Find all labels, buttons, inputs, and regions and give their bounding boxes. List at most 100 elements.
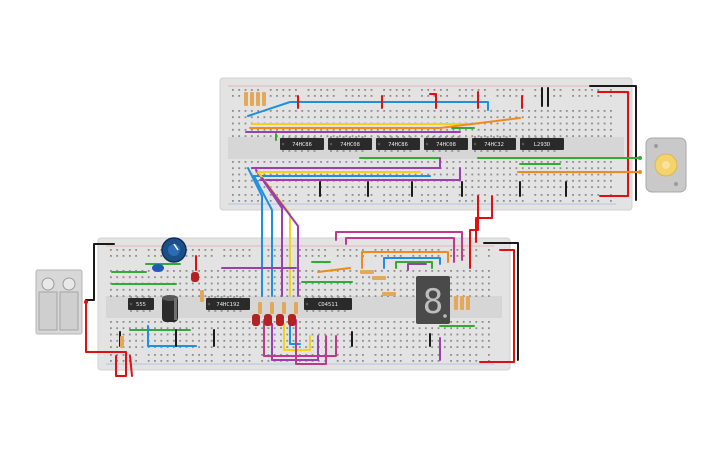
rail-hole <box>345 95 348 97</box>
rail-hole <box>437 255 440 257</box>
breadboard-hole <box>477 173 480 176</box>
breadboard-hole <box>311 333 314 336</box>
rail-hole <box>597 200 600 202</box>
ic-chip[interactable]: 74HC08 <box>328 136 372 152</box>
breadboard-hole <box>286 339 289 342</box>
resistors-top[interactable] <box>244 92 266 106</box>
rail-hole <box>402 194 404 196</box>
rail-hole <box>326 200 329 202</box>
breadboard-hole <box>458 135 461 137</box>
rail-hole <box>135 249 137 251</box>
rail-hole <box>110 249 112 251</box>
breadboard-hole <box>450 346 452 348</box>
breadboard-hole <box>250 135 253 137</box>
breadboard-hole <box>269 116 272 119</box>
ic-chip[interactable]: 555 <box>128 296 154 312</box>
rail-hole <box>509 95 511 97</box>
rail-hole <box>380 255 383 257</box>
led-row[interactable] <box>252 302 298 326</box>
potentiometer[interactable] <box>161 237 187 263</box>
breadboard-hole <box>496 110 499 112</box>
ic-row-bottom[interactable]: 555 74HC192 CD4511 <box>128 296 352 312</box>
breadboard-hole <box>559 110 562 112</box>
breadboard-hole <box>135 295 137 297</box>
breadboard-hole <box>383 161 385 163</box>
breadboard-hole <box>584 128 587 131</box>
rail-hole <box>116 249 119 251</box>
breadboard-hole <box>330 327 333 330</box>
breadboard-hole <box>267 327 270 330</box>
breadboard-hole <box>380 321 383 323</box>
breadboard-hole <box>462 339 465 342</box>
breadboard-hole <box>204 346 207 348</box>
breadboard-hole <box>355 321 358 323</box>
breadboard-hole <box>276 186 278 188</box>
breadboard-hole <box>185 288 188 291</box>
breadboard-hole <box>584 186 587 188</box>
breadboard-hole <box>547 186 549 188</box>
rail-hole <box>244 89 247 91</box>
resistor-small[interactable] <box>120 290 204 348</box>
rail-hole <box>458 194 461 196</box>
breadboard-hole <box>286 288 289 291</box>
rail-hole <box>559 89 562 91</box>
breadboard-hole <box>217 276 219 279</box>
capacitor-ceramic[interactable] <box>152 264 164 272</box>
breadboard-hole <box>374 282 377 285</box>
breadboard-hole <box>267 295 270 297</box>
breadboard-hole <box>374 295 377 297</box>
breadboard-hole <box>402 116 404 119</box>
rail-hole <box>135 360 137 362</box>
breadboard-hole <box>534 179 537 182</box>
breadboard-hole <box>349 295 352 297</box>
ic-chip[interactable]: 74HC192 <box>206 296 250 312</box>
breadboard-hole <box>204 282 207 285</box>
breadboard-hole <box>257 128 259 131</box>
ic-chip[interactable]: 74HC86 <box>280 136 324 152</box>
breadboard-hole <box>368 321 371 323</box>
breadboard-hole <box>286 282 289 285</box>
breadboard-hole <box>299 288 301 291</box>
ic-chip[interactable]: 74HC08 <box>424 136 468 152</box>
breadboard-hole <box>477 116 480 119</box>
rail-hole <box>399 360 402 362</box>
rail-hole <box>122 354 125 356</box>
rail-hole <box>229 255 232 257</box>
ic-chip[interactable]: CD4511 <box>304 296 352 312</box>
rail-hole <box>307 200 310 202</box>
wire-magenta <box>345 237 455 263</box>
breadboard-hole <box>437 270 440 272</box>
breadboard-hole <box>469 288 471 291</box>
ic-chip[interactable]: 74HC86 <box>376 136 420 152</box>
breadboard-hole <box>223 270 226 272</box>
breadboard-hole <box>286 333 289 336</box>
resistor-bank[interactable] <box>360 270 470 310</box>
rail-hole <box>355 360 358 362</box>
breadboard-hole <box>332 110 335 112</box>
breadboard-hole <box>431 346 434 348</box>
rail-hole <box>173 360 175 362</box>
rail-hole <box>450 255 452 257</box>
breadboard-hole <box>393 276 396 279</box>
dc-motor[interactable] <box>638 137 687 193</box>
rail-hole <box>147 249 150 251</box>
rail-hole <box>236 360 238 362</box>
breadboard-bottom[interactable] <box>97 237 511 371</box>
breadboard-hole <box>351 128 354 131</box>
seven-segment-display[interactable]: 8 <box>416 276 450 324</box>
capacitor-electrolytic[interactable] <box>162 295 178 322</box>
breadboard-hole <box>515 161 518 163</box>
breadboard-hole <box>547 167 549 170</box>
rail-hole <box>128 249 131 251</box>
ic-chip[interactable]: 74HC32 <box>472 136 516 152</box>
breadboard-hole <box>128 270 131 272</box>
led-indicator[interactable] <box>191 272 199 282</box>
breadboard-hole <box>395 116 398 119</box>
battery-pack[interactable] <box>35 269 88 335</box>
breadboard-hole <box>248 321 251 323</box>
rail-hole <box>488 360 490 362</box>
ic-chip[interactable]: L293D <box>520 136 564 152</box>
breadboard-hole <box>238 122 241 125</box>
rail-hole <box>351 89 354 91</box>
